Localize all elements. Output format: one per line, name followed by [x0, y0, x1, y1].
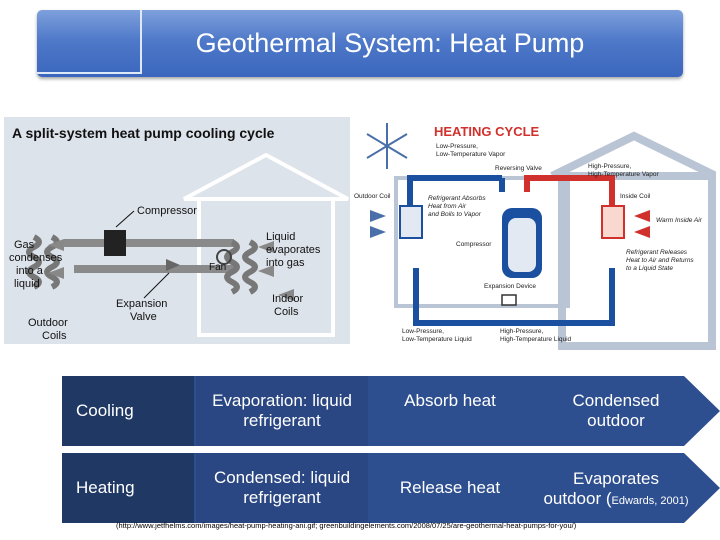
- heating-cycle-diagram: HEATING CYCLE Low-Pressure,: [352, 118, 718, 350]
- heating-row-heat: Release heat: [399, 478, 501, 498]
- label-inside-coil: Inside Coil: [620, 193, 651, 200]
- label-outdoor: Outdoor: [28, 317, 68, 329]
- house-wall-right: [558, 172, 716, 350]
- cooling-row: Cooling Evaporation: liquid refrigerant …: [62, 376, 720, 446]
- cooling-row-label: Cooling: [76, 401, 134, 421]
- cooling-diagram-heading: A split-system heat pump cooling cycle: [12, 125, 275, 141]
- label-high-pressure: High-Pressure,: [588, 163, 632, 170]
- airflow-arrows: [48, 239, 294, 301]
- label-indoor: Indoor: [272, 293, 304, 305]
- label-refrig-absorbs-3: and Boils to Vapor: [428, 211, 482, 218]
- cooling-cycle-diagram: A split-system heat pump cooling cycle: [4, 117, 350, 344]
- heating-row: Heating Condensed: liquid refrigerant Re…: [62, 453, 720, 523]
- snowflake-icon: [366, 123, 408, 169]
- compressor-unit: [104, 230, 126, 256]
- heating-row-outcome-cell: Evaporates outdoor (Edwards, 2001): [542, 459, 690, 519]
- label-liquid: liquid: [14, 278, 40, 290]
- label-low-pressure: Low-Pressure,: [436, 143, 478, 150]
- label-liquid-evap: Liquid: [266, 231, 295, 243]
- label-low-temp-liquid: Low-Temperature Liquid: [402, 336, 472, 343]
- heating-row-outcome-line: outdoor (Edwards, 2001): [543, 489, 689, 508]
- label-into-gas: into gas: [266, 257, 305, 269]
- heating-diagram-heading: HEATING CYCLE: [434, 124, 540, 139]
- label-warm-inside-air: Warm Inside Air: [656, 217, 703, 224]
- page-title: Geothermal System: Heat Pump: [195, 28, 585, 58]
- label-condenses: condenses: [9, 252, 63, 264]
- label-refrig-releases-3: to a Liquid State: [626, 265, 673, 272]
- label-high-temp-vapor: High-Temperature Vapor: [588, 171, 660, 178]
- heating-row-process: Condensed: liquid refrigerant: [213, 468, 351, 507]
- label-refrig-releases-1: Refrigerant Releases: [626, 249, 688, 256]
- label-valve: Valve: [130, 311, 157, 323]
- label-indoor-coils: Coils: [274, 306, 299, 318]
- title-banner: Geothermal System: Heat Pump: [37, 10, 683, 77]
- label-expansion-device: Expansion Device: [484, 283, 536, 290]
- label-high-temp-liquid: High-Temperature Liquid: [500, 336, 572, 343]
- airflow-arrows-right: [370, 210, 650, 238]
- expansion-device-icon: [501, 294, 517, 306]
- label-compressor: Compressor: [137, 205, 197, 217]
- heating-cycle-illustration: HEATING CYCLE Low-Pressure,: [354, 123, 718, 350]
- label-reversing-valve: Reversing Valve: [495, 165, 542, 172]
- label-expansion: Expansion: [116, 298, 167, 310]
- expansion-valve-icon: [166, 259, 180, 271]
- heating-row-note: Edwards, 2001): [611, 495, 689, 507]
- label-low-pressure-b: Low-Pressure,: [402, 328, 444, 335]
- title-banner-notch: [37, 10, 142, 74]
- indoor-coils: [224, 239, 258, 295]
- label-high-pressure-b: High-Pressure,: [500, 328, 544, 335]
- heating-row-outcome-evap: Evaporates: [573, 469, 659, 489]
- cooling-row-arrow: [62, 376, 720, 446]
- label-gas: Gas: [14, 239, 35, 251]
- house-roof: [183, 152, 349, 201]
- label-evaporates: evaporates: [266, 244, 321, 256]
- house-roof-right: [550, 131, 718, 180]
- gas-pipe: [64, 239, 234, 247]
- fan-icon: [216, 249, 232, 265]
- cooling-row-outcome: Condensed outdoor: [572, 391, 660, 430]
- label-outdoor-coils: Coils: [42, 330, 67, 342]
- citation-text: (http://www.jetfhelms.com/images/heat-pu…: [116, 521, 577, 530]
- cooling-cycle-illustration: A split-system heat pump cooling cycle: [9, 125, 349, 342]
- label-refrig-releases-2: Heat to Air and Returns: [626, 257, 694, 264]
- cooling-row-process: Evaporation: liquid refrigerant: [212, 391, 352, 430]
- label-low-temp-vapor: Low-Temperature Vapor: [436, 151, 506, 158]
- label-into-a: into a: [16, 265, 44, 277]
- liquid-pipe: [74, 265, 234, 273]
- label-outdoor-coil: Outdoor Coil: [354, 193, 391, 200]
- label-refrig-absorbs-2: Heat from Air: [428, 203, 467, 210]
- label-refrig-absorbs-1: Refrigerant Absorbs: [428, 195, 486, 202]
- inside-coil: [601, 205, 625, 239]
- label-compressor-right: Compressor: [456, 241, 492, 248]
- outdoor-coil: [399, 205, 423, 239]
- cooling-row-heat: Absorb heat: [404, 391, 496, 411]
- heating-row-arrow: [62, 453, 720, 523]
- compressor-window: [508, 218, 536, 272]
- heating-row-label: Heating: [76, 478, 135, 498]
- label-fan: Fan: [209, 262, 226, 273]
